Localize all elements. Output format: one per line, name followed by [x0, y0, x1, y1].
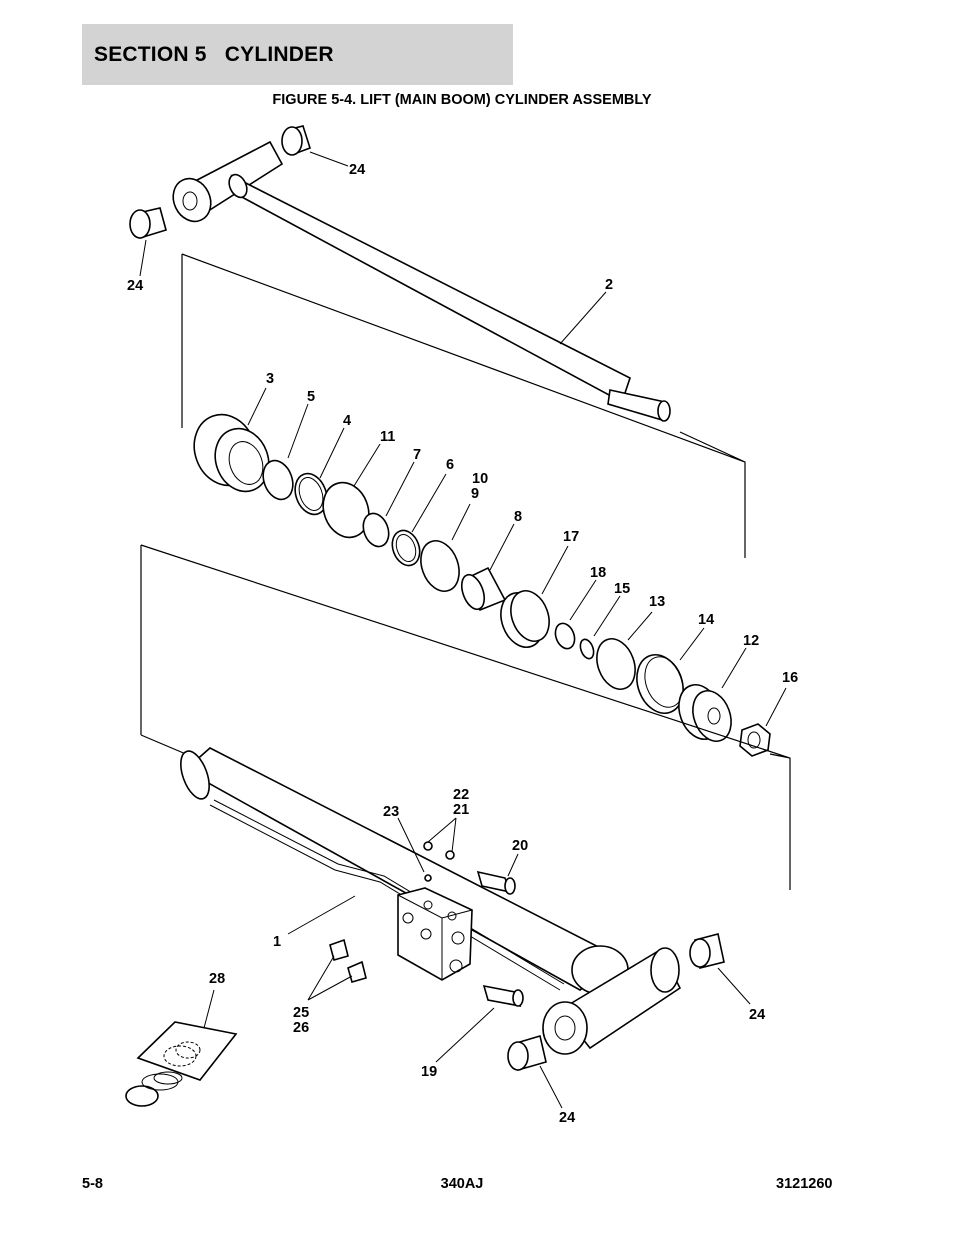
callout-20: 20 — [512, 838, 528, 854]
callout-10: 10 — [472, 471, 488, 487]
callout-26: 26 — [293, 1020, 309, 1036]
callout-4: 4 — [343, 413, 351, 429]
callout-24-bottom: 24 — [559, 1110, 575, 1126]
callout-8: 8 — [514, 509, 522, 525]
callouts: 24 24 2 3 5 4 11 7 6 10 9 8 17 18 15 13 … — [127, 162, 798, 1126]
callout-23: 23 — [383, 804, 399, 820]
callout-28: 28 — [209, 971, 225, 987]
callout-24-right: 24 — [749, 1007, 765, 1023]
callout-22: 22 — [453, 787, 469, 803]
callout-7: 7 — [413, 447, 421, 463]
callout-5: 5 — [307, 389, 315, 405]
leader-lines — [139, 151, 787, 1109]
callout-9: 9 — [471, 486, 479, 502]
callout-25: 25 — [293, 1005, 309, 1021]
callout-18: 18 — [590, 565, 606, 581]
callout-15: 15 — [614, 581, 630, 597]
page-number: 5-8 — [82, 1176, 103, 1192]
section-header: SECTION 5 CYLINDER — [82, 24, 513, 85]
callout-2: 2 — [605, 277, 613, 293]
figure-title: FIGURE 5-4. LIFT (MAIN BOOM) CYLINDER AS… — [272, 92, 652, 108]
callout-14: 14 — [698, 612, 714, 628]
rod-assembly — [129, 125, 671, 422]
callout-12: 12 — [743, 633, 759, 649]
lower-bracket — [140, 544, 791, 890]
seal-parts — [193, 413, 771, 757]
callout-17: 17 — [563, 529, 579, 545]
callout-24-top: 24 — [349, 162, 365, 178]
callout-1: 1 — [273, 934, 281, 950]
callout-6: 6 — [446, 457, 454, 473]
callout-11: 11 — [380, 429, 395, 445]
upper-bracket — [181, 253, 746, 558]
document-number: 3121260 — [776, 1176, 833, 1192]
seal-kit — [125, 1021, 238, 1107]
callout-21: 21 — [453, 802, 469, 818]
section-title: SECTION 5 CYLINDER — [94, 42, 334, 66]
model-number: 340AJ — [440, 1176, 484, 1192]
callout-24-left: 24 — [127, 278, 143, 294]
callout-19: 19 — [421, 1064, 437, 1080]
callout-13: 13 — [649, 594, 665, 610]
callout-16: 16 — [782, 670, 798, 686]
barrel-assembly — [180, 747, 725, 1072]
callout-3: 3 — [266, 371, 274, 387]
